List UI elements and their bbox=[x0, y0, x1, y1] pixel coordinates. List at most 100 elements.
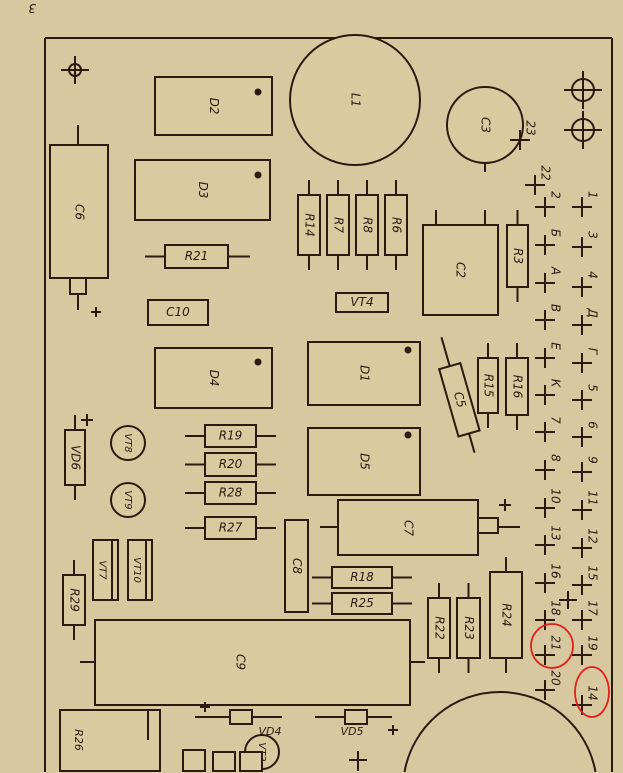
component-VD6: VD6 bbox=[64, 415, 86, 500]
pin-label: А bbox=[549, 266, 563, 275]
pin-cross bbox=[572, 237, 592, 257]
pin-А: А bbox=[549, 266, 563, 275]
pin-19: 19 bbox=[586, 635, 600, 650]
pin-cross bbox=[535, 197, 555, 217]
pin-label: 7 bbox=[549, 416, 563, 424]
pin-cross bbox=[535, 680, 555, 700]
mounting-hole-icon bbox=[61, 56, 89, 84]
pin-label: 15 bbox=[586, 565, 600, 580]
component-label: R28 bbox=[219, 486, 243, 500]
component-C5: C5 bbox=[437, 337, 481, 453]
body bbox=[506, 224, 529, 288]
component-R28: R28 bbox=[185, 481, 276, 505]
pin-cross bbox=[572, 538, 592, 558]
pin-label: 18 bbox=[549, 600, 563, 616]
body bbox=[355, 194, 379, 256]
pin-label: 19 bbox=[586, 635, 600, 650]
page-number: 3 bbox=[28, 1, 36, 15]
pin-cross bbox=[535, 610, 555, 630]
pin-2: 2 bbox=[549, 191, 563, 199]
pin-cross bbox=[572, 500, 592, 520]
component-label: VT9 bbox=[122, 490, 133, 509]
component-label: C7 bbox=[402, 520, 416, 536]
pin-label: 12 bbox=[586, 528, 600, 543]
component-label: R23 bbox=[462, 616, 476, 640]
polarity-plus bbox=[388, 725, 398, 735]
body bbox=[110, 482, 146, 518]
pin1-dot bbox=[254, 358, 262, 366]
component-C7: C7 bbox=[320, 499, 520, 556]
component-R7: R7 bbox=[326, 180, 350, 270]
pin-17: 17 bbox=[586, 600, 600, 616]
pin-cross bbox=[535, 645, 555, 665]
pin-cross bbox=[510, 130, 530, 150]
component-label: D4 bbox=[207, 370, 221, 387]
component-L1: L1 bbox=[289, 34, 421, 166]
body bbox=[437, 361, 481, 438]
body bbox=[127, 539, 153, 601]
highlight-circle-pin-21 bbox=[530, 623, 574, 669]
pin-8: 8 bbox=[549, 454, 563, 462]
pin-cross bbox=[535, 273, 555, 293]
body bbox=[204, 481, 257, 505]
pin-cross bbox=[559, 591, 577, 609]
small-component bbox=[212, 751, 236, 772]
component-label: C9 bbox=[234, 654, 248, 670]
component-R23: R23 bbox=[456, 583, 481, 673]
body bbox=[337, 499, 479, 556]
pin-label: 4 bbox=[586, 271, 600, 279]
component-C6: C6 bbox=[49, 125, 109, 310]
component-label: D1 bbox=[358, 365, 372, 382]
component-label: R8 bbox=[361, 217, 375, 233]
mounting-hole-icon bbox=[564, 111, 602, 149]
pin-label: Д bbox=[586, 307, 600, 317]
pin-label: 9 bbox=[586, 456, 600, 464]
component-R27: R27 bbox=[185, 516, 276, 540]
pin1-dot bbox=[254, 171, 262, 179]
pin-cross bbox=[525, 175, 545, 195]
pin-cross bbox=[572, 390, 592, 410]
pin1-dot bbox=[404, 431, 412, 439]
component-label: VD4 bbox=[259, 725, 282, 738]
ic-D4: D4 bbox=[154, 347, 273, 409]
body bbox=[505, 357, 529, 416]
component-label: R18 bbox=[350, 570, 374, 584]
component-label: C3 bbox=[479, 117, 493, 133]
pin-label: 8 bbox=[549, 454, 563, 462]
component-C3: C3 bbox=[446, 86, 524, 164]
pin-Б: Б bbox=[549, 229, 563, 237]
component-label: C5 bbox=[451, 390, 469, 409]
body bbox=[384, 194, 408, 256]
pin-3: 3 bbox=[586, 231, 600, 239]
pin-В: В bbox=[549, 304, 563, 312]
pin-5: 5 bbox=[586, 384, 600, 392]
component-label: R6 bbox=[390, 217, 404, 233]
body bbox=[427, 597, 451, 659]
component-label: R24 bbox=[500, 603, 514, 627]
body bbox=[92, 539, 119, 601]
body bbox=[297, 194, 321, 256]
body bbox=[422, 224, 499, 316]
ic-body bbox=[154, 76, 273, 136]
component-label: C6 bbox=[73, 204, 87, 220]
polarity-plus bbox=[81, 414, 93, 426]
body bbox=[477, 357, 499, 414]
component-label: R25 bbox=[350, 596, 374, 610]
pin-Г: Г bbox=[586, 348, 600, 356]
component-label: R7 bbox=[332, 217, 346, 233]
highlight-circle-pin-14 bbox=[574, 666, 610, 718]
component-label: R22 bbox=[433, 616, 447, 640]
ic-body bbox=[134, 159, 271, 221]
pin-16: 16 bbox=[549, 563, 563, 579]
pin-13: 13 bbox=[549, 525, 563, 540]
component-VT7: VT7 bbox=[92, 539, 119, 601]
component-R19: R19 bbox=[185, 424, 276, 448]
component-VT9: VT9 bbox=[110, 482, 146, 518]
pin-cross bbox=[535, 498, 555, 518]
pin-label: 23 bbox=[524, 120, 538, 135]
body bbox=[289, 34, 421, 166]
component-label: C8 bbox=[290, 558, 304, 574]
body bbox=[284, 519, 309, 613]
component-label: VD6 bbox=[69, 445, 83, 470]
component-label: R14 bbox=[303, 213, 317, 237]
